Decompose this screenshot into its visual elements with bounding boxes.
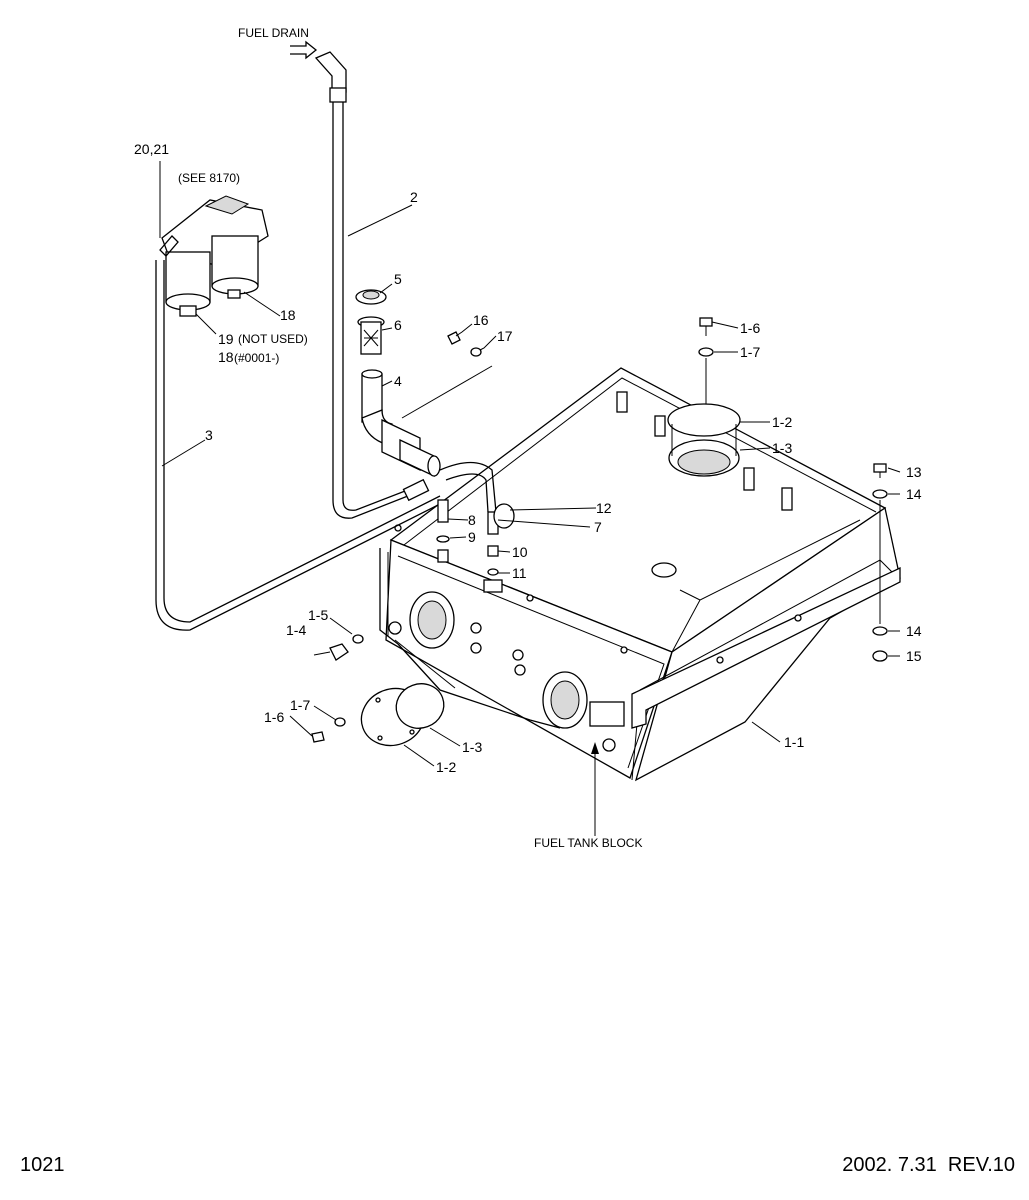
leader-lines — [159, 40, 901, 836]
callout-1-2-a: 1-2 — [772, 414, 792, 430]
callout-1-5: 1-5 — [308, 607, 328, 623]
callout-5: 5 — [394, 271, 402, 287]
callout-1-6-b: 1-6 — [264, 709, 284, 725]
note-see-ref: (SEE 8170) — [178, 171, 240, 185]
callout-15: 15 — [906, 648, 922, 664]
callout-13: 13 — [906, 464, 922, 480]
page-number: 1021 — [20, 1154, 65, 1176]
callout-20-21: 20,21 — [134, 141, 169, 157]
callout-10: 10 — [512, 544, 528, 560]
callout-18-a: 18 — [280, 307, 296, 323]
revision-stamp: 2002. 7.31 REV.10 — [842, 1154, 1015, 1176]
callout-19: 19 — [218, 331, 234, 347]
callout-11: 11 — [512, 565, 527, 581]
note-not-used: (NOT USED) — [238, 332, 308, 346]
callout-14-b: 14 — [906, 623, 922, 639]
callout-1-3-b: 1-3 — [462, 739, 482, 755]
callout-1-7-a: 1-7 — [740, 344, 760, 360]
fuel-filter-assembly — [159, 195, 269, 317]
callout-7: 7 — [594, 519, 602, 535]
callout-1-3-a: 1-3 — [772, 440, 792, 456]
callout-1-2-b: 1-2 — [436, 759, 456, 775]
small-parts — [311, 289, 888, 747]
callout-17: 17 — [497, 328, 513, 344]
callout-8: 8 — [468, 512, 476, 528]
note-fuel-drain: FUEL DRAIN — [238, 26, 309, 40]
note-serial-range: (#0001-) — [234, 351, 279, 365]
hose-lines — [155, 51, 497, 631]
callout-2: 2 — [410, 189, 418, 205]
callout-3: 3 — [205, 427, 213, 443]
callout-1-4: 1-4 — [286, 622, 306, 638]
callout-4: 4 — [394, 373, 402, 389]
callout-16: 16 — [473, 312, 489, 328]
callout-12: 12 — [596, 500, 612, 516]
fuel-tank-body — [379, 367, 901, 782]
callout-14-a: 14 — [906, 486, 922, 502]
note-fuel-tank-block: FUEL TANK BLOCK — [534, 836, 642, 850]
callout-18-b: 18 — [218, 349, 234, 365]
callout-6: 6 — [394, 317, 402, 333]
callout-1-1: 1-1 — [784, 734, 804, 750]
callout-1-6-a: 1-6 — [740, 320, 760, 336]
callout-1-7-b: 1-7 — [290, 697, 310, 713]
callout-9: 9 — [468, 529, 476, 545]
